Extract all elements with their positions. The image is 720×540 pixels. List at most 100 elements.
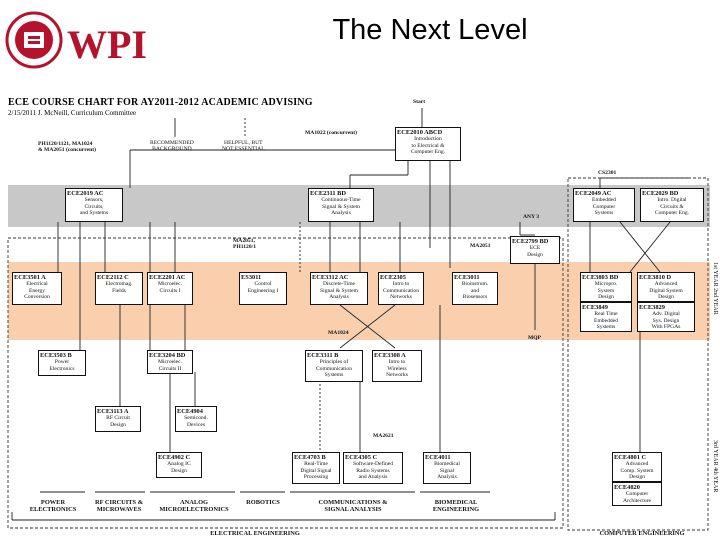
- course-ece3829[interactable]: ECE3829 Adv. Digital Sys. Design With FP…: [637, 302, 695, 332]
- course-name: Analog IC Design: [167, 461, 191, 474]
- course-ece3308[interactable]: ECE3308 A Intro to Wireless Networks: [372, 350, 422, 382]
- course-code: ECE3501 A: [14, 274, 46, 281]
- course-code: ECE3113 A: [97, 408, 129, 415]
- group-rf-circuits: RF CIRCUITS & MICROWAVES: [94, 499, 144, 514]
- course-code: ECE2305: [380, 274, 406, 281]
- course-name: Bioinstrum. and Biosensors: [461, 281, 489, 301]
- chart-title: ECE COURSE CHART FOR AY2011-2012 ACADEMI…: [8, 97, 313, 108]
- wpi-logo: WPI: [5, 11, 147, 69]
- course-ece4011[interactable]: ECE4011 Biomedical Signal Analysis: [423, 452, 471, 484]
- logo-text: WPI: [67, 22, 147, 67]
- cs2301-label: CS2301: [598, 170, 617, 176]
- course-ece4801[interactable]: ECE4801 C Advanced Comp. System Design: [612, 452, 662, 482]
- course-ece3011[interactable]: ECE3011 Bioinstrum. and Biosensors: [452, 272, 498, 305]
- ma1022-label: MA1022 (concurrent): [305, 130, 357, 136]
- course-ece3503[interactable]: ECE3503 B Power Electronics: [38, 350, 86, 376]
- ma2621-label: MA2621: [373, 433, 394, 439]
- course-ece2305[interactable]: ECE2305 Intro to Communication Networks: [378, 272, 424, 305]
- course-name: Advanced Comp. System Design: [620, 461, 654, 481]
- course-code: ECE3810 D: [639, 274, 672, 281]
- course-ece2019[interactable]: ECE2019 AC Sensors, Circuits, and System…: [65, 188, 123, 222]
- course-code: ECE4305 C: [345, 454, 378, 461]
- course-ece2112[interactable]: ECE2112 C Electromag. Fields: [95, 272, 143, 305]
- course-ece3113[interactable]: ECE3113 A RF Circuit Design: [95, 406, 141, 432]
- course-ece3803[interactable]: ECE3803 BD Micropro. System Design: [580, 272, 632, 302]
- course-name: Real-Time Digital Signal Processing: [300, 461, 332, 481]
- course-code: ECE3503 B: [40, 352, 72, 359]
- course-es3011[interactable]: ES3011 Control Engineering I: [239, 272, 287, 305]
- course-code: ECE3803 BD: [582, 274, 619, 281]
- course-code: ECE3849: [582, 304, 608, 311]
- slide-title: The Next Level: [332, 14, 528, 46]
- course-ece3204[interactable]: ECE3204 BD Microelec. Circuits II: [147, 350, 193, 374]
- ma1024-label: MA1024: [328, 330, 349, 336]
- course-name: Semicond. Devices: [184, 415, 208, 428]
- course-code: ECE4904: [177, 408, 203, 415]
- course-name: Microelec. Circuits I: [157, 281, 183, 294]
- course-name: Microelec. Circuits II: [157, 359, 183, 372]
- course-ece2311[interactable]: ECE2311 BD Continuous-Time Signal & Syst…: [308, 188, 374, 222]
- course-name: Principles of Communication Systems: [315, 359, 353, 379]
- course-name: Adv. Digital Sys. Design With FPGAs: [651, 311, 681, 331]
- course-name: Embedded Computer Systems: [592, 197, 616, 217]
- start-label: Start: [413, 99, 426, 105]
- course-name: Computer Architecture: [623, 491, 651, 504]
- group-power-electronics: POWER ELECTRONICS: [29, 499, 77, 514]
- course-code: ECE2049 AC: [575, 190, 612, 197]
- group-biomedical: BIOMEDICAL ENGINEERING: [432, 499, 480, 514]
- course-code: ECE2201 AC: [149, 274, 186, 281]
- course-ece4305[interactable]: ECE4305 C Software-Defined Radio Systems…: [343, 452, 403, 484]
- course-name: Real Time Embedded Systems: [594, 311, 618, 331]
- course-code: ECE2010 ABCD: [397, 129, 443, 136]
- course-ece4703[interactable]: ECE4703 B Real-Time Digital Signal Proce…: [292, 452, 340, 484]
- course-ece4902[interactable]: ECE4902 C Analog IC Design: [156, 452, 202, 478]
- course-name: Power Electronics: [49, 359, 75, 372]
- course-code: ECE3829: [639, 304, 665, 311]
- course-code: ECE4703 B: [294, 454, 326, 461]
- group-communications: COMMUNICATIONS & SIGNAL ANALYSIS: [318, 499, 388, 514]
- course-code: ECE3311 B: [307, 352, 339, 359]
- course-code: ECE4820: [614, 484, 640, 491]
- course-name: Advanced Digital System Design: [649, 281, 683, 301]
- legend-recommended: RECOMMENDED BACKGROUND: [150, 140, 194, 153]
- course-name: Intro to Communication Networks: [382, 281, 420, 301]
- course-code: ECE2029 BD: [642, 190, 679, 197]
- course-ece2049[interactable]: ECE2049 AC Embedded Computer Systems: [573, 188, 635, 222]
- course-name: Biomedical Signal Analysis: [434, 461, 460, 481]
- course-name: Micropro. System Design: [594, 281, 618, 301]
- course-ece3312[interactable]: ECE3312 AC Discrete-Time Signal & System…: [310, 272, 368, 305]
- course-code: ECE2311 BD: [310, 190, 347, 197]
- course-code: ECE3308 A: [374, 352, 406, 359]
- course-ece3501[interactable]: ECE3501 A Electrical Energy Conversion: [12, 272, 62, 305]
- course-ece2029[interactable]: ECE2029 BD Intro. Digital Circuits & Com…: [640, 188, 704, 222]
- course-code: ECE4011: [425, 454, 451, 461]
- course-code: ES3011: [241, 274, 262, 281]
- course-code: ECE3011: [454, 274, 480, 281]
- course-ece4904[interactable]: ECE4904 Semicond. Devices: [175, 406, 217, 432]
- course-code: ECE4902 C: [158, 454, 191, 461]
- course-name: Software-Defined Radio Systems and Analy…: [352, 461, 394, 481]
- course-ece4820[interactable]: ECE4820 Computer Architecture: [612, 482, 662, 506]
- course-name: Control Engineering I: [247, 281, 279, 294]
- course-name: Discrete-Time Signal & System Analysis: [320, 281, 358, 301]
- course-code: ECE2019 AC: [67, 190, 104, 197]
- course-ece2799[interactable]: ECE2799 BD ECE Design: [510, 236, 560, 264]
- course-code: ECE2112 C: [97, 274, 129, 281]
- any3-label: ANY 3: [523, 214, 540, 220]
- year-label-1-2: 1st YEAR 2nd YEAR: [712, 262, 718, 315]
- course-name: Introduction to Electrical & Computer En…: [410, 136, 446, 156]
- ma2051-ph1120-label: MA2051, PH1120/1: [233, 238, 256, 251]
- group-analog: ANALOG MICROELECTRONICS: [159, 499, 229, 514]
- course-ece3311[interactable]: ECE3311 B Principles of Communication Sy…: [305, 350, 363, 382]
- course-ece3810[interactable]: ECE3810 D Advanced Digital System Design: [637, 272, 695, 302]
- course-name: RF Circuit Design: [106, 415, 130, 428]
- course-ece2010[interactable]: ECE2010 ABCD Introduction to Electrical …: [395, 127, 461, 161]
- legend-prerequisites: PH1120/1121, MA1024 & MA2051 (concurrent…: [38, 141, 96, 154]
- course-ece2201[interactable]: ECE2201 AC Microelec. Circuits I: [147, 272, 193, 305]
- group-electrical-engineering: ELECTRICAL ENGINEERING: [210, 530, 300, 537]
- legend-helpful: HELPFUL, BUT NOT ESSENTIAL: [222, 140, 265, 153]
- course-code: ECE2799 BD: [512, 238, 549, 245]
- course-ece3849[interactable]: ECE3849 Real Time Embedded Systems: [580, 302, 632, 332]
- year-label-3-4: 3rd YEAR 4th YEAR: [712, 440, 718, 493]
